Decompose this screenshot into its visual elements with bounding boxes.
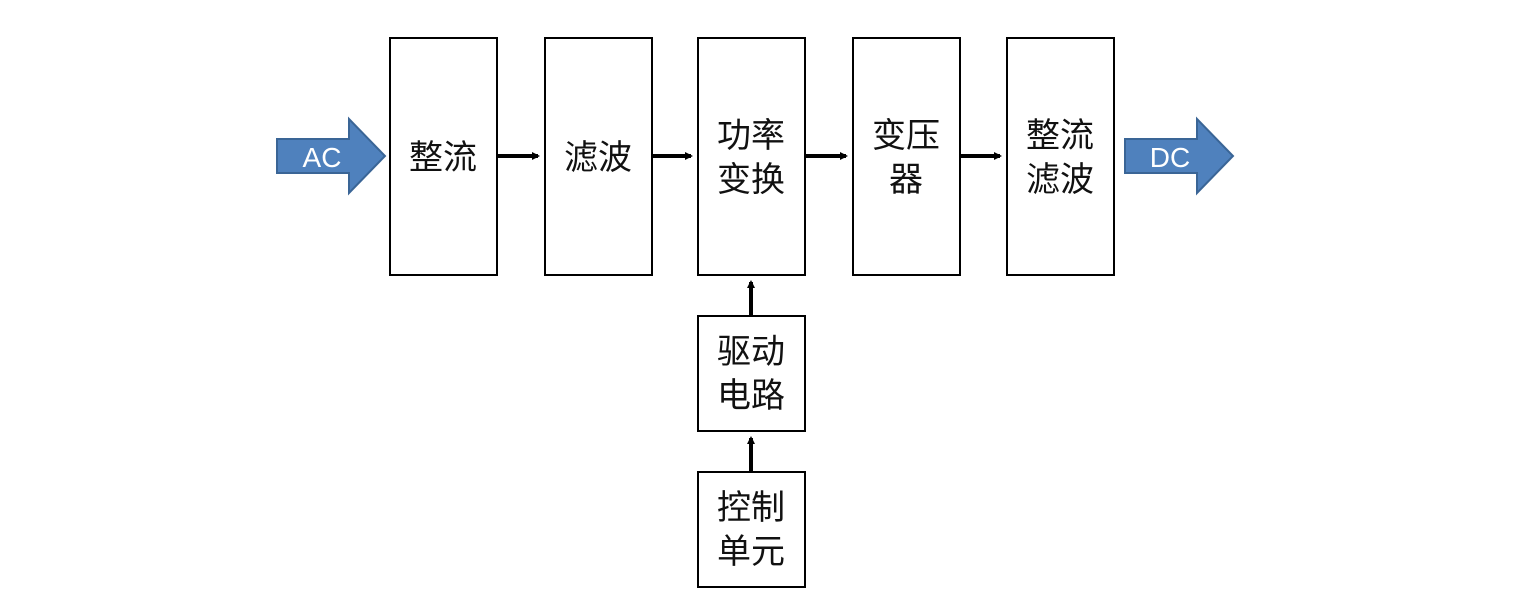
- block-power-conversion-line1: 功率: [717, 116, 785, 156]
- block-rectify-filter-line2: 滤波: [1026, 160, 1094, 200]
- block-power-conversion-line2: 变换: [717, 160, 785, 200]
- block-filter-label: 滤波: [564, 138, 632, 178]
- block-drive-circuit-line1: 驱动: [717, 332, 785, 372]
- block-control-unit: 控制 单元: [697, 471, 806, 588]
- block-transformer-line1: 变压: [872, 116, 940, 156]
- block-filter: 滤波: [544, 37, 653, 276]
- block-rectify: 整流: [389, 37, 498, 276]
- block-transformer: 变压 器: [852, 37, 961, 276]
- block-control-unit-line1: 控制: [717, 488, 785, 528]
- output-arrow: DC: [1124, 116, 1235, 196]
- block-power-conversion: 功率 变换: [697, 37, 806, 276]
- block-drive-circuit: 驱动 电路: [697, 315, 806, 432]
- block-control-unit-line2: 单元: [717, 532, 785, 572]
- block-rectify-filter-line1: 整流: [1026, 116, 1094, 156]
- input-arrow: AC: [276, 116, 387, 196]
- block-rectify-filter: 整流 滤波: [1006, 37, 1115, 276]
- output-label: DC: [1150, 142, 1190, 173]
- block-transformer-line2: 器: [889, 160, 923, 200]
- block-drive-circuit-line2: 电路: [717, 376, 785, 416]
- block-rectify-label: 整流: [409, 138, 477, 178]
- input-label: AC: [303, 142, 342, 173]
